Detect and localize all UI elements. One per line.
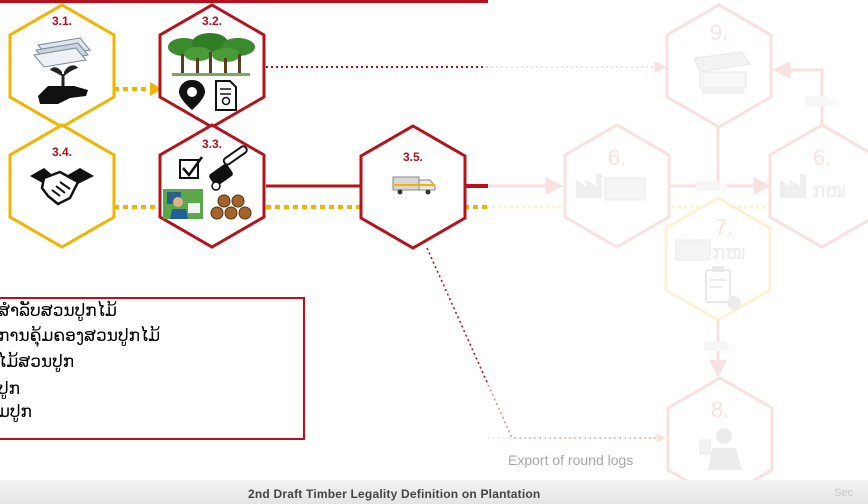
- node-6b-label: 6.: [813, 145, 831, 170]
- node-6b-glyph: ກໜ: [812, 178, 846, 202]
- node-9: 9.: [665, 3, 773, 129]
- footer-right-text: Sec: [834, 487, 853, 499]
- node-6b: 6. ກໜ: [768, 123, 868, 249]
- node-3-4-label: 3.4.: [52, 145, 72, 159]
- certificate-icon: [215, 80, 237, 111]
- node-7-label: 7.: [715, 215, 733, 240]
- legend-item-4: ປູກ: [0, 379, 21, 399]
- node-7-glyph: ກໜ: [712, 240, 746, 264]
- node-3-1-label: 3.1.: [52, 14, 72, 28]
- legend-item-5: ມປູກ: [0, 402, 32, 422]
- legend-item-2: ການຄຸ້ມຄອງສວນປູກໄມ້: [0, 326, 161, 346]
- forest-icon: [168, 33, 255, 76]
- logs-icon: [210, 194, 252, 220]
- truck-icon: [392, 176, 436, 195]
- export-label: Export of round logs: [508, 452, 634, 468]
- legend-item-1: ສໍາລັບສວນປູກໄມ້: [0, 301, 117, 321]
- node-3-4: 3.4.: [8, 123, 116, 249]
- node-3-2-label: 3.2.: [202, 14, 222, 28]
- truck-icon-mid: [696, 181, 727, 191]
- node-3-5: 3.5.: [359, 124, 467, 250]
- node-8-label: 8.: [711, 397, 729, 422]
- node-9-label: 9.: [710, 20, 728, 45]
- truck-icon-top-right: [805, 96, 836, 106]
- node-3-3-label: 3.3.: [202, 137, 222, 151]
- faded-connectors: [266, 61, 868, 443]
- header-rule: [0, 0, 488, 3]
- truck-icon-bottom: [704, 341, 735, 351]
- warehouse-icon: [675, 239, 711, 261]
- handshake-icon: [30, 168, 94, 206]
- seedling-hand-icon: [38, 65, 88, 104]
- inspector-photo-icon: [163, 189, 203, 219]
- node-3-1: 3.1.: [8, 3, 116, 129]
- legend-item-3: ໄມ້ສວນປູກ: [0, 352, 75, 372]
- chainsaw-icon: [209, 145, 248, 191]
- node-3-2: 3.2.: [158, 3, 266, 129]
- node-6a-label: 6.: [608, 145, 626, 170]
- node-3-5-label: 3.5.: [403, 150, 423, 164]
- node-3-3: 3.3.: [158, 123, 266, 249]
- node-7: 7. ກໜ: [664, 196, 772, 322]
- footer-title: 2nd Draft Timber Legality Definition on …: [248, 487, 541, 501]
- node-6a: 6.: [563, 123, 671, 249]
- legend-box: ສໍາລັບສວນປູກໄມ້ ການຄຸ້ມຄອງສວນປູກໄມ້ ໄມ້ສ…: [0, 297, 305, 440]
- market-stall-icon: [693, 51, 751, 94]
- location-pin-icon: [179, 80, 205, 110]
- footer-bar: [0, 480, 868, 504]
- paper-stack-icon: [33, 37, 91, 68]
- checkbox-icon: [179, 156, 204, 179]
